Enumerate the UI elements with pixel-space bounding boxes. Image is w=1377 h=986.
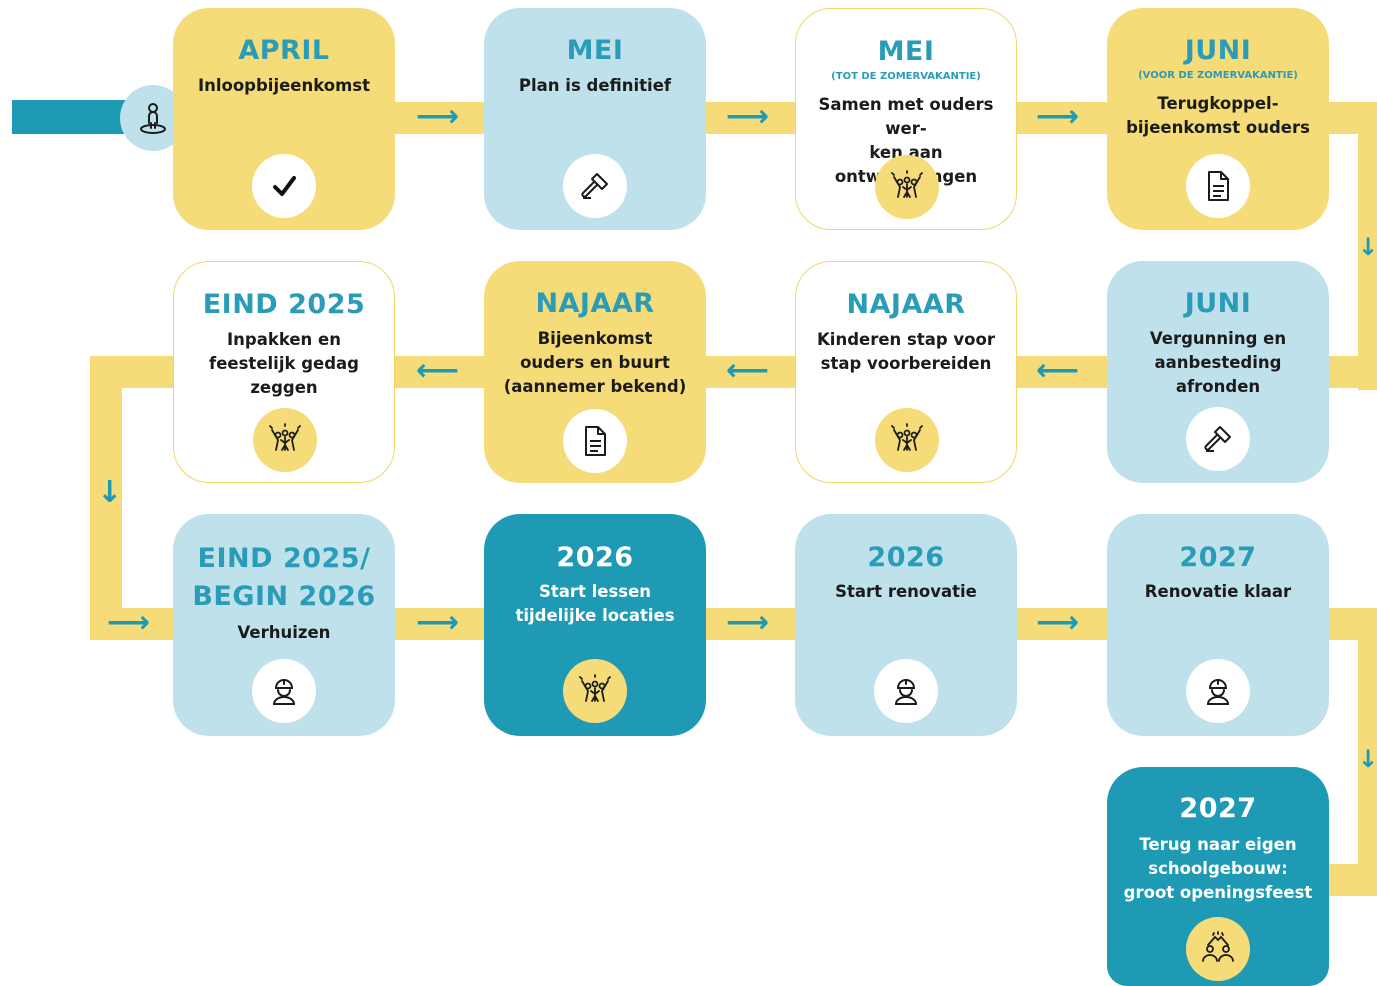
step-subtitle: (TOT DE ZOMERVAKANTIE) — [831, 71, 981, 82]
step-title: APRIL — [238, 35, 330, 66]
step-icon — [875, 155, 939, 219]
worker-icon — [1206, 679, 1230, 705]
step-icon — [253, 408, 317, 472]
step-title: NAJAAR — [846, 289, 966, 320]
step-title: MEI — [566, 35, 624, 66]
step-card-juni-vergunning: JUNI Vergunning en aanbesteding afronden — [1107, 261, 1329, 483]
step-card-mei: MEI Plan is definitief — [484, 8, 706, 230]
arrow-right: ⟶ — [107, 605, 151, 640]
arrow-right: ⟶ — [416, 99, 460, 134]
step-title: NAJAAR — [535, 288, 655, 319]
step-title: JUNI — [1184, 288, 1252, 319]
step-title: 2026 — [867, 542, 945, 573]
document-icon — [1208, 171, 1229, 201]
start-bar — [12, 100, 132, 134]
worker-icon — [894, 679, 918, 705]
arrow-down: ↓ — [1358, 233, 1377, 261]
step-title: 2027 — [1179, 793, 1257, 824]
step-description: Renovatie klaar — [1144, 582, 1292, 601]
arrow-left: ⟵ — [416, 353, 460, 388]
step-icon — [1186, 917, 1250, 981]
step-icon — [563, 659, 627, 723]
high-five-icon — [1202, 931, 1234, 962]
connector-right-upper-v — [1358, 102, 1377, 390]
step-icon — [252, 659, 316, 723]
step-description: Vergunning en aanbesteding afronden — [1149, 329, 1287, 396]
step-card-2026-tijdelijke-locaties: 2026 Start lessen tijdelijke locaties — [484, 514, 706, 736]
step-description: Inpakken en feestelijk gedag zeggen — [209, 330, 359, 397]
step-card-eind-2025-begin-2026: EIND 2025/ BEGIN 2026 Verhuizen — [173, 514, 395, 736]
step-title: 2027 — [1179, 542, 1257, 573]
gavel-icon — [581, 173, 608, 199]
document-icon — [585, 426, 606, 456]
step-card-najaar-bijeenkomst: NAJAAR Bijeenkomst ouders en buurt (aann… — [484, 261, 706, 483]
step-icon — [874, 659, 938, 723]
check-icon — [273, 176, 296, 196]
step-card-juni-zomervakantie: JUNI (VOOR DE ZOMERVAKANTIE) Terugkoppel… — [1107, 8, 1329, 230]
connector-left-v — [90, 356, 122, 640]
arrow-right: ⟶ — [726, 605, 770, 640]
person-location-icon — [140, 103, 166, 134]
arrow-right: ⟶ — [1036, 605, 1080, 640]
step-icon — [875, 408, 939, 472]
step-description: Terug naar eigen schoolgebouw: groot ope… — [1123, 835, 1313, 902]
arrow-left: ⟵ — [726, 353, 770, 388]
step-description: Bijeenkomst ouders en buurt (aannemer be… — [503, 329, 687, 396]
step-description: Verhuizen — [237, 623, 331, 642]
celebrating-people-icon — [579, 674, 611, 702]
step-icon — [563, 409, 627, 473]
step-card-eind-2025: EIND 2025 Inpakken en feestelijk gedag z… — [173, 261, 395, 483]
step-description: Start lessen tijdelijke locaties — [515, 582, 675, 625]
step-icon — [1186, 659, 1250, 723]
celebrating-people-icon — [891, 423, 923, 451]
step-icon — [1186, 154, 1250, 218]
arrow-down: ↓ — [97, 475, 123, 510]
worker-icon — [272, 679, 296, 705]
step-title: EIND 2025 — [202, 289, 366, 320]
step-icon — [252, 154, 316, 218]
step-title: MEI — [877, 36, 935, 67]
connector-right-lower-v — [1358, 608, 1377, 896]
gavel-icon — [1204, 426, 1231, 452]
arrow-left: ⟵ — [1036, 353, 1080, 388]
step-card-2027-renovatie-klaar: 2027 Renovatie klaar — [1107, 514, 1329, 736]
step-description: Inloopbijeenkomst — [197, 76, 371, 95]
step-subtitle: (VOOR DE ZOMERVAKANTIE) — [1138, 70, 1298, 81]
step-description: Terugkoppel- bijeenkomst ouders — [1126, 94, 1310, 137]
step-card-mei-zomervakantie: MEI (TOT DE ZOMERVAKANTIE) Samen met oud… — [795, 8, 1017, 230]
arrow-right: ⟶ — [416, 605, 460, 640]
celebrating-people-icon — [269, 423, 301, 451]
arrow-right: ⟶ — [1036, 99, 1080, 134]
step-card-april: APRIL Inloopbijeenkomst — [173, 8, 395, 230]
step-icon — [1186, 407, 1250, 471]
step-card-2027-openingsfeest: 2027 Terug naar eigen schoolgebouw: groo… — [1107, 767, 1329, 986]
step-description: Kinderen stap voor stap voorbereiden — [817, 330, 995, 373]
arrow-down: ↓ — [1358, 745, 1377, 773]
step-title: EIND 2025/ BEGIN 2026 — [192, 543, 376, 612]
step-card-2026-start-renovatie: 2026 Start renovatie — [795, 514, 1017, 736]
step-card-najaar-kinderen: NAJAAR Kinderen stap voor stap voorberei… — [795, 261, 1017, 483]
step-icon — [563, 154, 627, 218]
step-description: Start renovatie — [835, 582, 977, 601]
celebrating-people-icon — [891, 170, 923, 198]
step-title: 2026 — [556, 542, 634, 573]
arrow-right: ⟶ — [726, 99, 770, 134]
step-title: JUNI — [1184, 35, 1252, 66]
step-description: Plan is definitief — [518, 76, 672, 95]
